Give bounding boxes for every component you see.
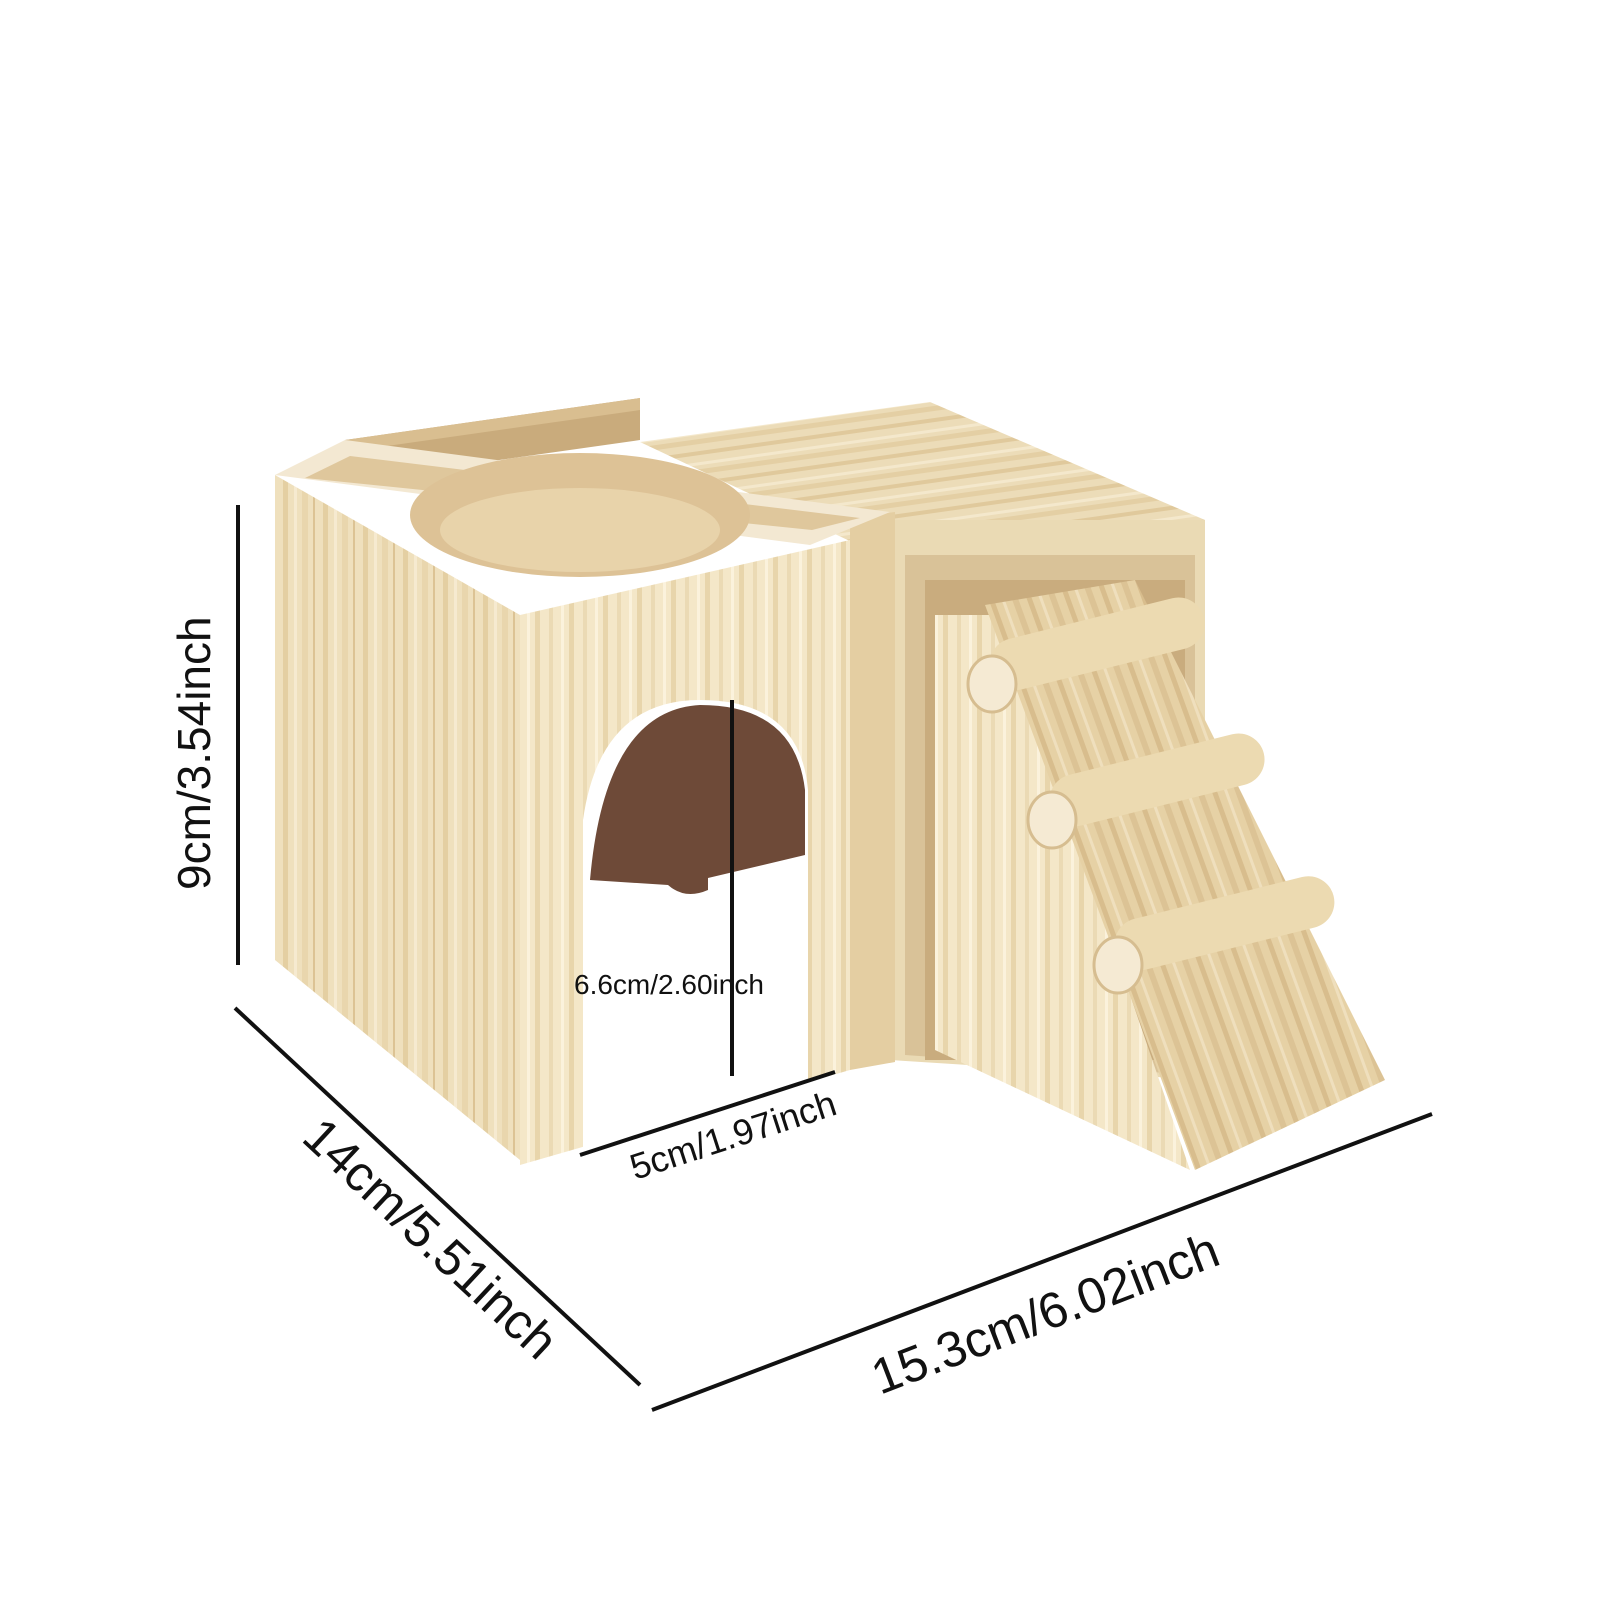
ramp-side [935, 615, 1190, 1170]
ramp-surface [985, 580, 1385, 1170]
ladder-rung [1092, 876, 1335, 995]
ladder-rungs [966, 597, 1335, 995]
width-label: 15.3cm/6.02inch [864, 1222, 1227, 1406]
divider-post [850, 512, 895, 1070]
depth-dimension-line [233, 1006, 642, 1387]
dimension-lines [233, 505, 1433, 1412]
door-width-dimension-line [579, 1070, 836, 1157]
width-dimension-line [651, 1112, 1433, 1412]
door-height-label: 6.6cm/2.60inch [574, 969, 764, 1000]
ladder-rung [1026, 733, 1265, 850]
left-box-side [275, 475, 520, 1160]
wooden-hideout [275, 398, 1385, 1170]
door-interior [590, 705, 805, 894]
height-label: 9cm/3.54inch [168, 616, 220, 890]
ladder-rung [966, 597, 1205, 714]
